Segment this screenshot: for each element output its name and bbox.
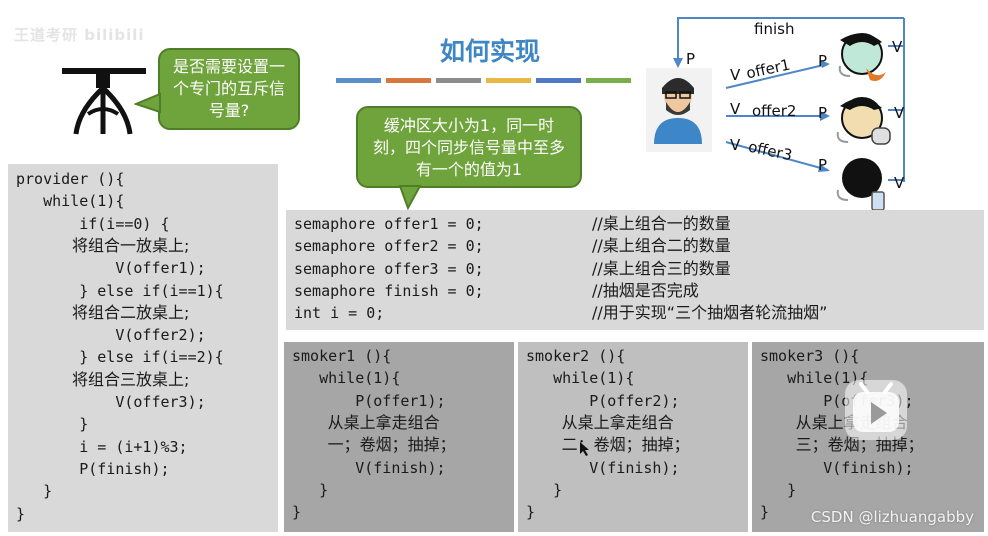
code-line: 将组合二放桌上;	[16, 302, 190, 322]
smoker1-code-block: smoker1 (){ while(1){ P(offer1); 从桌上拿走组合…	[284, 342, 514, 532]
color-bar	[336, 78, 381, 83]
smoker1-v-label: V	[892, 38, 903, 56]
semaphore-declaration: semaphore finish = 0;	[294, 281, 484, 300]
semaphore-comment: //抽烟是否完成	[592, 280, 699, 300]
code-line: smoker2 (){	[526, 347, 626, 365]
color-bar	[486, 78, 531, 83]
code-line: P(finish);	[16, 459, 170, 478]
semaphore-comment: //桌上组合三的数量	[592, 258, 731, 278]
code-line: V(offer1);	[16, 259, 206, 278]
code-line: while(1){	[526, 369, 635, 388]
code-line: 二；卷烟；抽掉；	[526, 435, 690, 455]
semaphore-declaration: semaphore offer1 = 0;	[294, 215, 484, 233]
semaphore-declaration: semaphore offer2 = 0;	[294, 237, 484, 256]
smoker1-icon	[838, 33, 886, 81]
offer2-v-label: V	[730, 100, 741, 118]
smokers-sync-diagram	[646, 17, 905, 211]
offer3-v-label: V	[730, 136, 741, 154]
bubble-pointer	[398, 185, 422, 210]
code-line: while(1){	[292, 369, 401, 388]
semaphore-comment: //桌上组合一的数量	[592, 214, 731, 233]
code-line: }	[760, 480, 797, 499]
smoker2-icon	[836, 97, 891, 145]
buffer-note-bubble: 缓冲区大小为1，同一时刻，四个同步信号量中至多有一个的值为1	[356, 106, 582, 188]
buffer-note-text: 缓冲区大小为1，同一时刻，四个同步信号量中至多有一个的值为1	[372, 116, 565, 179]
code-line: smoker3 (){	[760, 347, 860, 365]
code-line: V(finish);	[760, 458, 914, 477]
code-line: }	[760, 503, 770, 522]
code-line: while(1){	[16, 192, 125, 211]
mutex-question-bubble: 是否需要设置一个专门的互斥信号量?	[158, 48, 300, 130]
finish-label: finish	[754, 20, 795, 38]
smoker2-v-label: V	[894, 104, 905, 122]
color-bar	[536, 78, 581, 83]
code-line: }	[292, 503, 302, 522]
table-icon	[62, 68, 146, 135]
csdn-watermark: CSDN @lizhuangabby	[810, 508, 974, 526]
code-line: if(i==0) {	[16, 214, 170, 233]
color-bar	[586, 78, 631, 83]
code-line: V(finish);	[526, 458, 680, 477]
offer1-v-label: V	[730, 66, 741, 84]
provider-code-block: provider (){ while(1){ if(i==0) { 将组合一放桌…	[8, 164, 278, 532]
mutex-question-text: 是否需要设置一个专门的互斥信号量?	[172, 57, 285, 120]
video-play-button[interactable]	[845, 380, 907, 440]
code-line: 从桌上拿走组合	[526, 412, 674, 432]
semaphore-declarations-block: semaphore offer1 = 0; //桌上组合一的数量 semaphore…	[286, 210, 984, 330]
play-icon	[853, 382, 899, 432]
code-line: 从桌上拿走组合	[292, 412, 440, 432]
smoker3-p-label: P	[818, 156, 828, 174]
code-line: }	[16, 482, 53, 501]
smoker3-v-label: V	[894, 174, 905, 192]
code-line: } else if(i==1){	[16, 281, 224, 300]
code-line: P(offer2);	[526, 391, 680, 410]
bubble-pointer	[134, 92, 161, 114]
code-line: V(offer3);	[16, 393, 206, 411]
color-bar	[436, 78, 481, 83]
code-line: 将组合一放桌上;	[16, 235, 190, 255]
smoker3-icon	[836, 158, 885, 211]
code-line: }	[16, 415, 89, 434]
semaphore-declaration: int i = 0;	[294, 304, 385, 323]
smoker1-p-label: P	[818, 52, 828, 70]
code-line: i = (i+1)%3;	[16, 437, 188, 456]
code-line: P(offer1);	[292, 391, 446, 410]
semaphore-comment: //桌上组合二的数量	[592, 236, 731, 256]
code-line: }	[292, 480, 329, 499]
code-line: V(finish);	[292, 458, 446, 477]
code-line: 将组合三放桌上;	[16, 369, 190, 389]
code-line: 一；卷烟；抽掉；	[292, 435, 456, 455]
code-line: provider (){	[16, 170, 125, 188]
code-line: }	[526, 480, 563, 499]
provider-person-icon	[646, 68, 712, 152]
smoker2-code-block: smoker2 (){ while(1){ P(offer2); 从桌上拿走组合…	[518, 342, 748, 532]
semaphore-comment: //用于实现“三个抽烟者轮流抽烟”	[592, 303, 828, 323]
slide-title: 如何实现	[439, 37, 540, 66]
code-line: }	[526, 503, 536, 522]
code-line: V(offer2);	[16, 326, 206, 345]
offer2-label: offer2	[752, 102, 797, 120]
code-line: } else if(i==2){	[16, 348, 224, 367]
color-bar	[386, 78, 431, 83]
code-line: }	[16, 504, 26, 523]
bilibili-watermark-logo: 王道考研 bilibili	[14, 26, 145, 44]
code-line: smoker1 (){	[292, 347, 392, 365]
mouse-cursor-icon	[580, 442, 589, 456]
semaphore-declaration: semaphore offer3 = 0;	[294, 259, 484, 278]
code-line: while(1){	[760, 369, 869, 388]
smoker2-p-label: P	[818, 104, 828, 122]
provider-p-label: P	[686, 50, 696, 68]
